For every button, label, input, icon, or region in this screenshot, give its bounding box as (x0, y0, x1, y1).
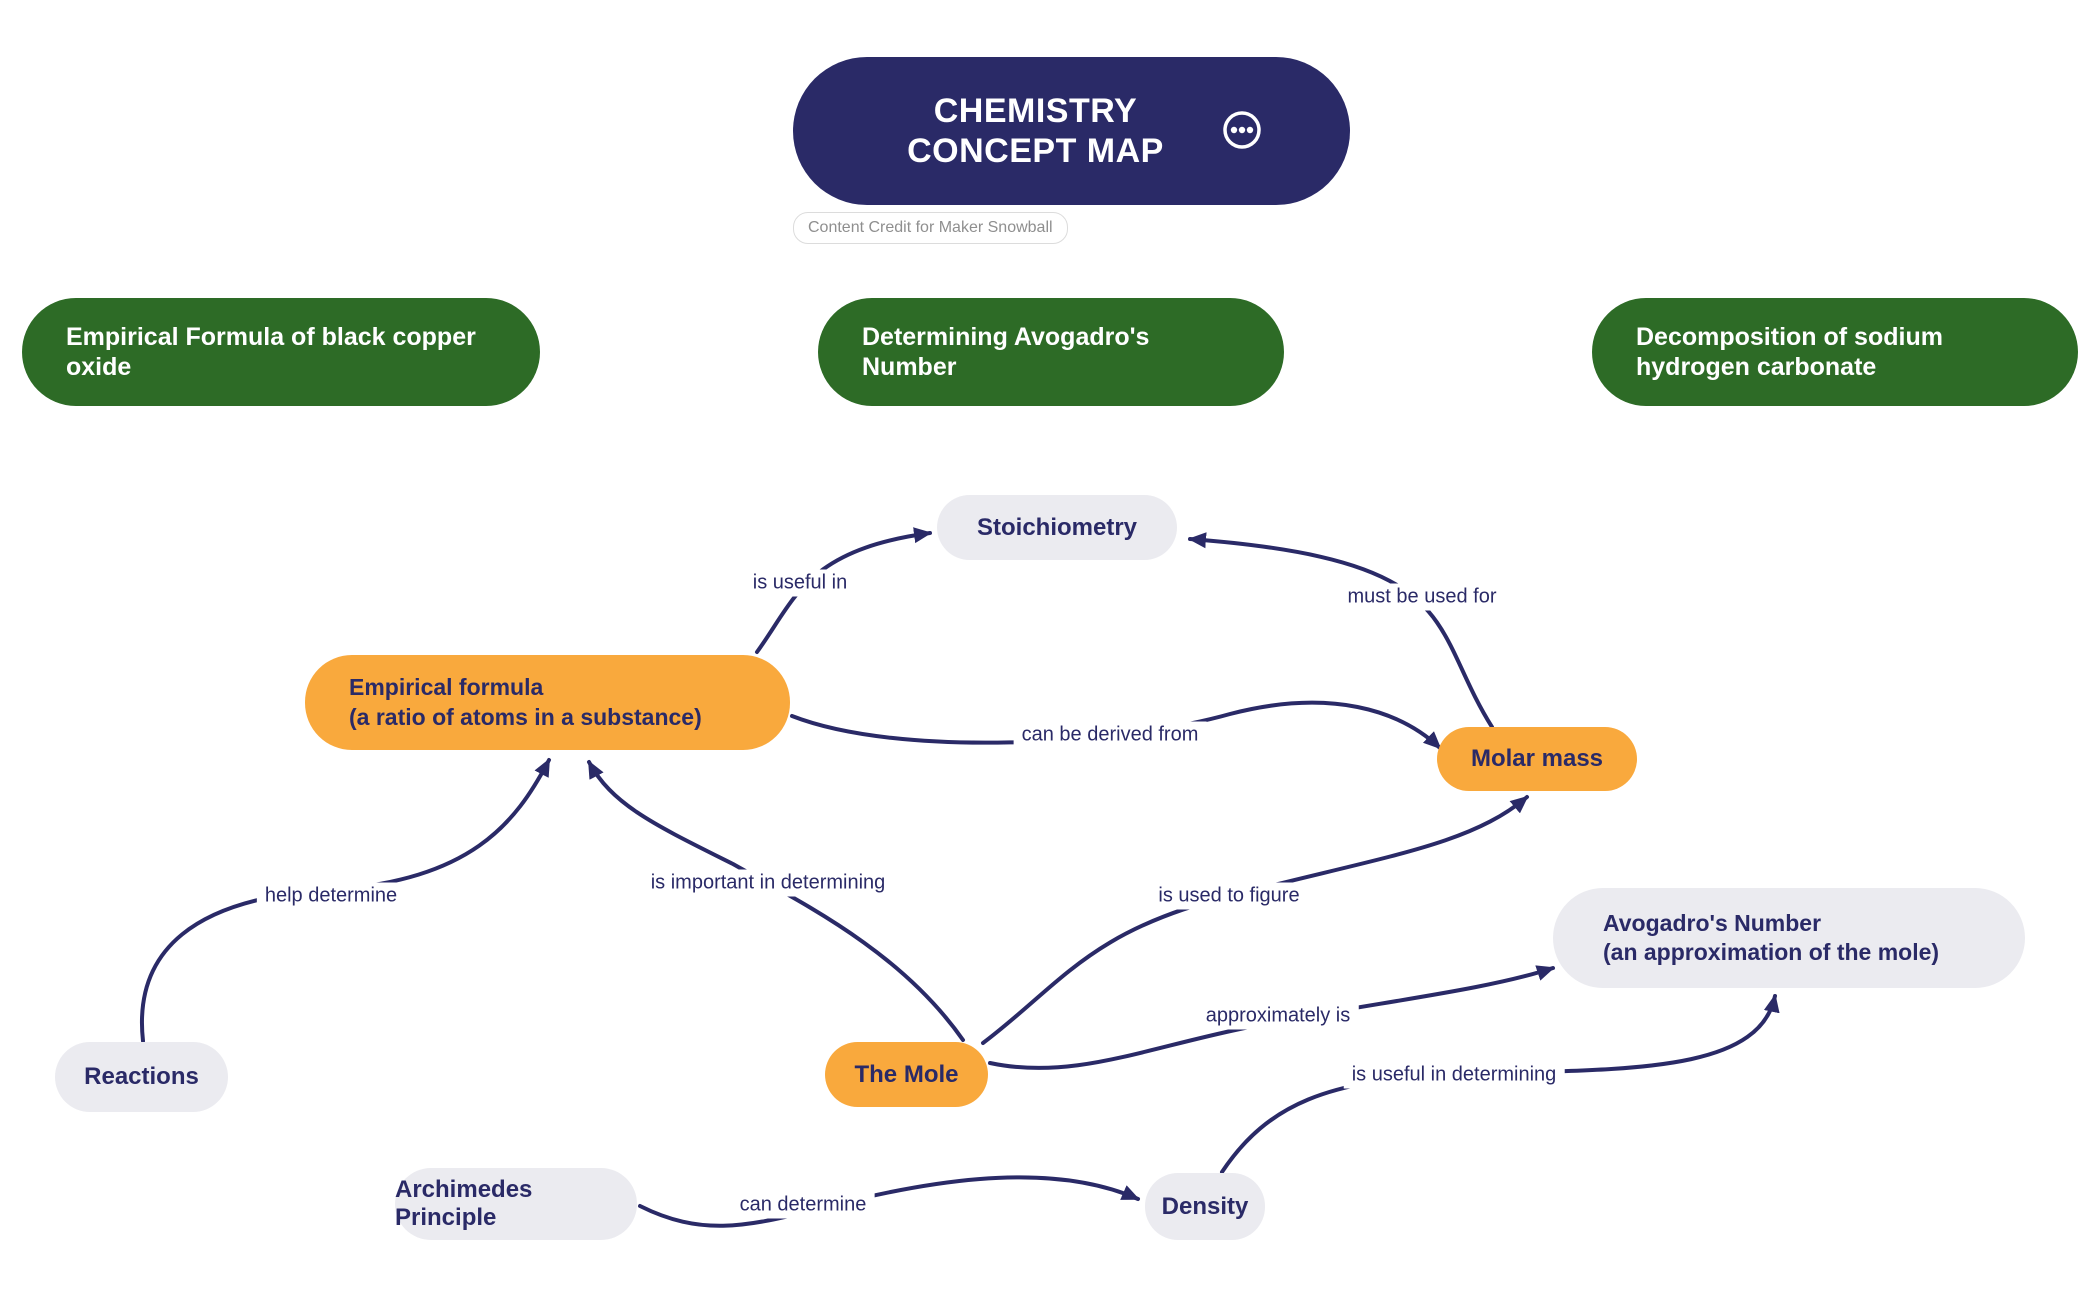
node-avogadros-number-line2: (an approximation of the mole) (1603, 939, 1940, 965)
edge-label-is-useful-in-determining[interactable]: is useful in determining (1343, 1061, 1565, 1089)
edge-label-help-determine[interactable]: help determine (256, 882, 406, 910)
edge-label-can-be-derived-from[interactable]: can be derived from (1013, 721, 1207, 749)
node-empirical-formula-line2: (a ratio of atoms in a substance) (349, 703, 702, 730)
edge-mole-to-empirical (587, 760, 965, 1042)
node-the-mole[interactable]: The Mole (825, 1042, 988, 1107)
map-title-pill[interactable]: CHEMISTRY CONCEPT MAP (793, 57, 1350, 205)
node-avogadros-number-line1: Avogadro's Number (1603, 909, 1822, 936)
node-molar-mass[interactable]: Molar mass (1437, 727, 1637, 791)
edge-label-approximately-is[interactable]: approximately is (1197, 1002, 1359, 1030)
edge-archimedes-to-density (638, 1175, 1140, 1228)
node-density[interactable]: Density (1145, 1173, 1265, 1240)
topic-decomposition-sodium-hydrogen-carbonate[interactable]: Decomposition of sodium hydrogen carbona… (1592, 298, 2078, 406)
topic-determining-avogadros-number[interactable]: Determining Avogadro's Number (818, 298, 1284, 406)
node-empirical-formula[interactable]: Empirical formula (a ratio of atoms in a… (305, 655, 790, 750)
node-reactions[interactable]: Reactions (55, 1042, 228, 1112)
node-stoichiometry[interactable]: Stoichiometry (937, 495, 1177, 560)
node-archimedes-principle[interactable]: Archimedes Principle (395, 1168, 637, 1240)
node-avogadros-number[interactable]: Avogadro's Number (an approximation of t… (1553, 888, 2025, 988)
edge-label-must-be-used-for[interactable]: must be used for (1339, 583, 1505, 611)
node-empirical-formula-line1: Empirical formula (349, 674, 544, 701)
edge-label-is-useful-in[interactable]: is useful in (744, 569, 856, 597)
edge-label-can-determine[interactable]: can determine (731, 1191, 875, 1219)
edge-molar-to-stoichiometry (1188, 532, 1494, 729)
content-credit-badge: Content Credit for Maker Snowball (793, 212, 1068, 244)
edge-label-is-important-in-determining[interactable]: is important in determining (642, 869, 894, 897)
page-title: CHEMISTRY CONCEPT MAP (907, 91, 1164, 170)
topic-empirical-formula-black-copper-oxide[interactable]: Empirical Formula of black copper oxide (22, 298, 540, 406)
edge-label-is-used-to-figure[interactable]: is used to figure (1150, 882, 1308, 910)
ellipsis-circle-icon[interactable] (1222, 110, 1262, 150)
